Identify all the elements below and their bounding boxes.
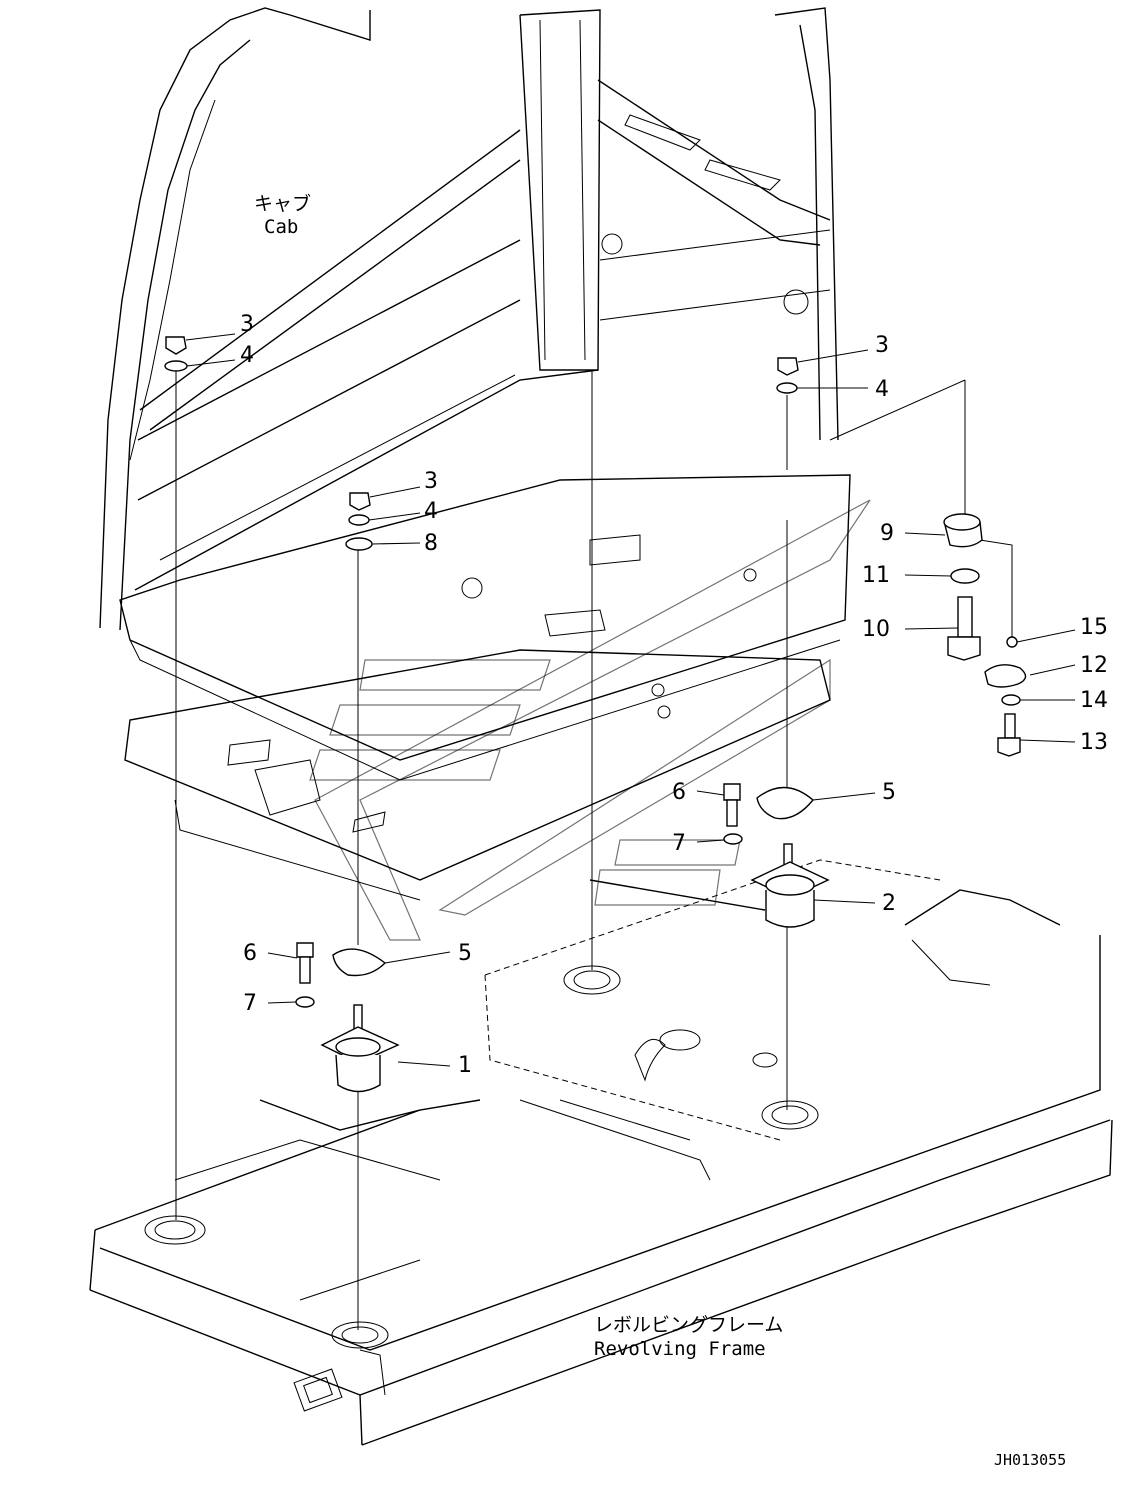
frame-label-en: Revolving Frame (594, 1338, 766, 1360)
callout-label: 3 (424, 469, 438, 494)
engine-mount-icon (320, 1004, 400, 1093)
text-labels: キャブ Cab レボルビングフレーム Revolving Frame JH013… (240, 192, 1108, 1469)
nut-icon (349, 492, 371, 511)
washer-icon (295, 996, 315, 1008)
callout-label: 4 (240, 343, 254, 368)
nut-icon (1006, 636, 1018, 648)
callout-label: 11 (862, 563, 890, 588)
callout-label: 10 (862, 617, 890, 642)
plate-icon (332, 948, 387, 977)
washer-icon (723, 833, 743, 845)
callout-label: 9 (880, 521, 894, 546)
callout-label: 2 (882, 891, 896, 916)
cab-structure (99, 7, 851, 901)
bracket-icon (984, 664, 1027, 688)
callout-label: 15 (1080, 615, 1108, 640)
plate-icon (756, 786, 814, 820)
engine-mount-icon (750, 843, 830, 928)
callout-label: 7 (672, 831, 686, 856)
callout-label: 13 (1080, 730, 1108, 755)
washer-icon (950, 568, 980, 584)
callout-label: 8 (424, 531, 438, 556)
callout-label: 6 (672, 780, 686, 805)
frame-label-jp: レボルビングフレーム (594, 1314, 783, 1336)
leader-lines (185, 333, 1076, 1067)
callout-label: 4 (424, 499, 438, 524)
parts (164, 336, 1027, 1093)
center-lines (175, 370, 1013, 1330)
cab-label-en: Cab (264, 216, 298, 238)
callout-label: 3 (875, 333, 889, 358)
drawing-code: JH013055 (994, 1451, 1066, 1469)
plate-icon (943, 513, 983, 548)
bolt-icon (723, 783, 741, 827)
washer-icon (348, 514, 370, 526)
callout-label: 12 (1080, 653, 1108, 678)
nut-icon (165, 336, 187, 355)
bolt-icon (296, 942, 314, 984)
washer-icon (776, 382, 798, 394)
watermark-logo (309, 499, 871, 941)
callout-label: 1 (458, 1053, 472, 1078)
bolt-icon (947, 596, 981, 661)
washer-icon (1001, 694, 1021, 706)
callout-label: 6 (243, 941, 257, 966)
bolt-icon (997, 713, 1021, 757)
revolving-frame (89, 859, 1113, 1446)
washer-icon (164, 360, 188, 372)
callout-label: 14 (1080, 688, 1108, 713)
callout-label: 3 (240, 312, 254, 337)
nut-icon (777, 357, 799, 376)
callout-label: 5 (882, 780, 896, 805)
callout-label: 4 (875, 377, 889, 402)
washer-icon (345, 537, 373, 551)
cab-label-jp: キャブ (254, 192, 311, 215)
callout-label: 7 (243, 991, 257, 1016)
callout-label: 5 (458, 941, 472, 966)
